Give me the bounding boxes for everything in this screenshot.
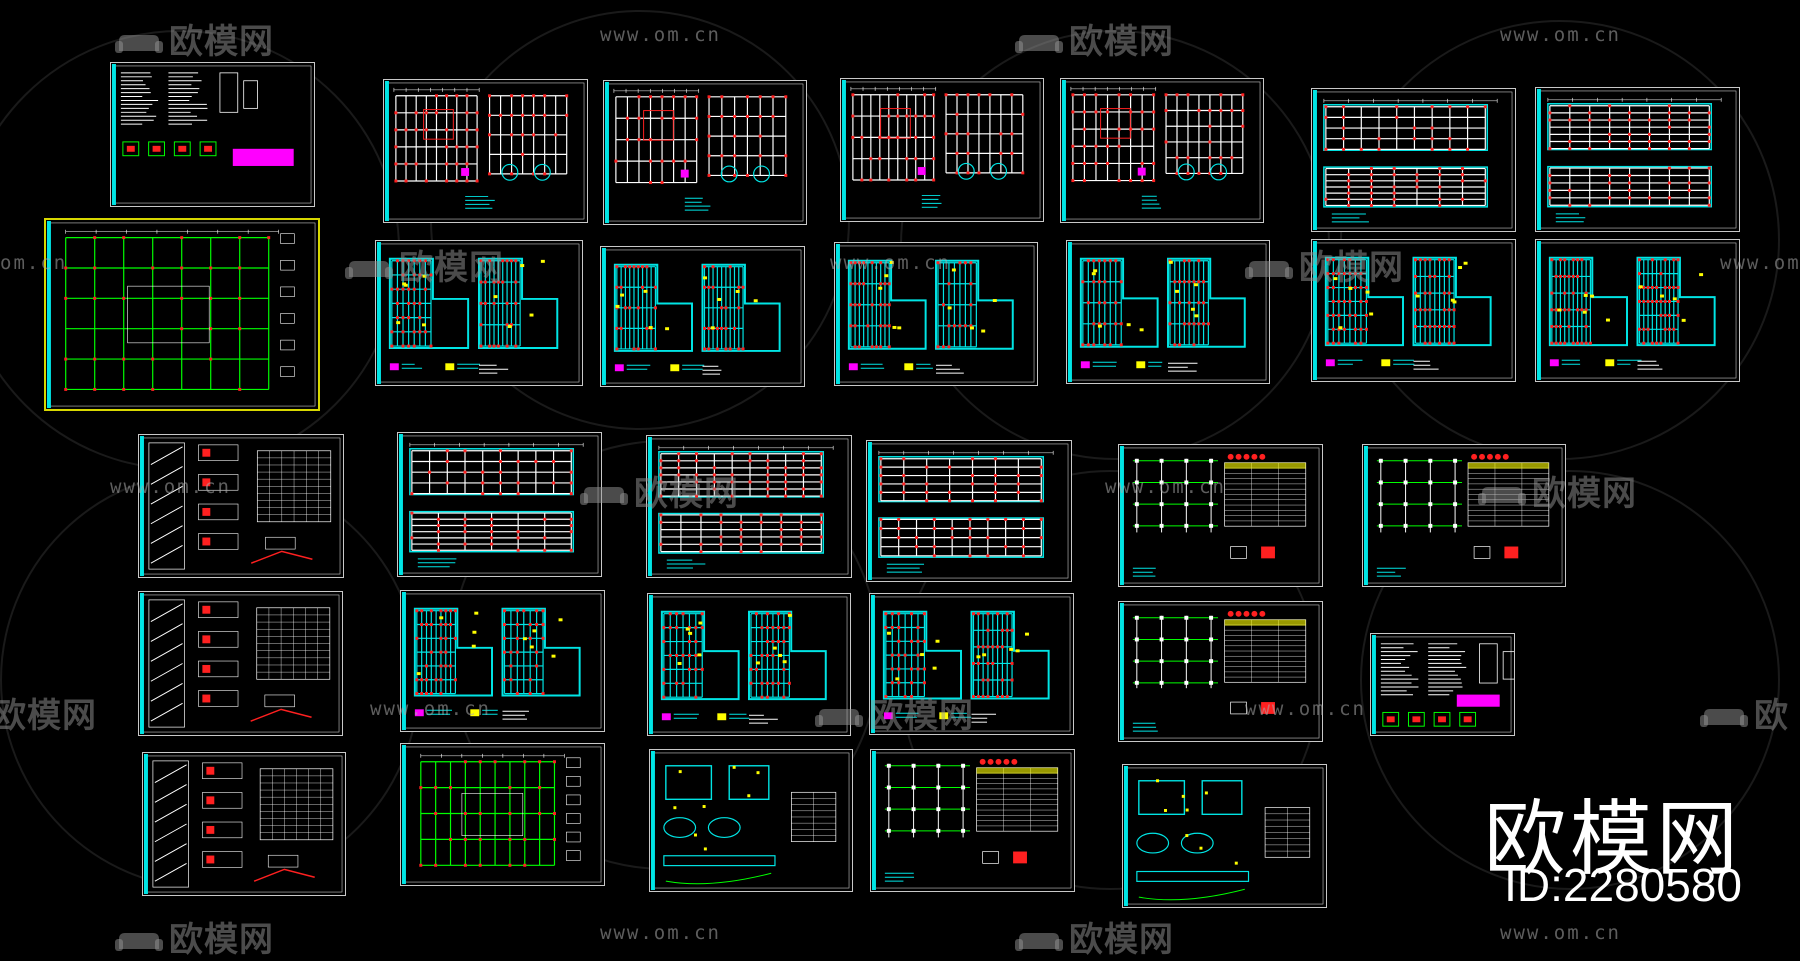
drawing-sheet-grid-plan[interactable] [400,743,605,886]
sheet-drawing [139,435,341,577]
sheet-drawing [648,594,848,735]
sheet-drawing [143,753,343,895]
drawing-sheet-notes[interactable] [110,62,315,207]
watermark-url: www.om.cn [1105,476,1226,498]
drawing-sheet-beam-plan[interactable] [834,242,1038,386]
sheet-drawing [111,63,312,206]
drawing-sheet-beam-plan[interactable] [869,593,1074,735]
sheet-drawing [398,433,599,576]
drawing-sheet-column-table[interactable] [1118,601,1323,742]
watermark-brand: 欧模网 [115,912,274,961]
sheet-drawing [1119,602,1320,741]
watermark-url: www.om.cn [600,24,721,46]
sheet-drawing [401,591,602,731]
sheet-drawing [46,220,316,409]
drawing-sheet-beam-plan[interactable] [400,590,605,732]
sofa-logo-icon [1478,486,1526,505]
watermark-url: www.om.cn [1245,698,1366,720]
drawing-sheet-beam-plan[interactable] [1535,239,1740,382]
sofa-logo-icon [345,260,393,279]
sheet-drawing [604,81,804,224]
sofa-logo-icon [1015,932,1063,951]
watermark-brand: 欧模网 [345,240,504,289]
drawing-sheet-column-table[interactable] [1362,444,1566,587]
sofa-logo-icon [1700,708,1748,727]
sheet-drawing [1312,89,1513,231]
drawing-sheet-long-plan[interactable] [397,432,602,577]
drawing-sheet-detail[interactable] [1122,764,1327,908]
sofa-logo-icon [580,486,628,505]
drawing-sheet-column-table[interactable] [1118,444,1323,587]
drawing-sheet-stair-detail[interactable] [138,591,343,736]
drawing-sheet-grid-plan[interactable] [44,218,320,411]
drawing-sheet-beam-plan[interactable] [1311,239,1516,382]
sheet-drawing [835,243,1035,385]
watermark-url: www.om.cn [110,476,231,498]
drawing-sheet-column-table[interactable] [870,749,1075,892]
drawing-sheet-long-plan[interactable] [1311,88,1516,232]
watermark-brand-partial: 欧模网 [0,696,97,736]
sheet-drawing [871,750,1072,891]
sheet-drawing [1363,445,1563,586]
watermark-brand-partial: 欧 [1700,688,1789,737]
sofa-logo-icon [115,932,163,951]
drawing-sheet-floor-plan[interactable] [603,80,807,225]
sheet-drawing [1067,241,1267,383]
drawing-sheet-beam-plan[interactable] [1066,240,1270,384]
sheet-drawing [1536,88,1737,231]
sheet-drawing [650,750,850,891]
drawing-sheet-floor-plan[interactable] [840,78,1044,222]
sheet-drawing [870,594,1071,734]
sheet-drawing [139,592,340,735]
drawing-sheet-stair-detail[interactable] [138,434,344,578]
sheet-drawing [1119,445,1320,586]
watermark-brand: 欧模网 [580,466,739,515]
watermark-url: www.om.cn [1500,24,1621,46]
watermark-brand: 欧模网 [815,688,974,737]
drawing-sheet-floor-plan[interactable] [1060,78,1264,223]
watermark-brand: 欧模网 [1015,912,1174,961]
drawing-sheet-long-plan[interactable] [646,435,852,578]
watermark-brand: 欧模网 [115,14,274,63]
sheet-drawing [841,79,1041,221]
sheet-drawing [376,241,580,385]
sofa-logo-icon [115,34,163,53]
drawing-sheet-detail[interactable] [649,749,853,892]
sofa-logo-icon [1015,34,1063,53]
watermark-brand: 欧模网 [1015,14,1174,63]
sofa-logo-icon [815,708,863,727]
watermark-url: www.om.cn [830,252,951,274]
watermark-url-partial: om.cn [0,252,68,274]
drawing-sheet-stair-detail[interactable] [142,752,346,896]
watermark-url: www.om.cn [370,698,491,720]
drawing-sheet-beam-plan[interactable] [647,593,851,736]
watermark-circle [1360,470,1780,890]
watermark-url: www.om.cn [600,922,721,944]
watermark-brand: 欧模网 [1478,466,1637,515]
watermark-brand: 欧模网 [1245,240,1404,289]
sheet-drawing [1536,240,1737,381]
sheet-drawing [1061,79,1261,222]
sheet-drawing [384,80,585,222]
sofa-logo-icon [1245,260,1293,279]
brand-title: 欧模网 [1483,792,1742,887]
drawing-sheet-long-plan[interactable] [866,440,1072,582]
drawing-sheet-notes[interactable] [1370,633,1515,736]
drawing-sheet-floor-plan[interactable] [383,79,588,223]
sheet-drawing [601,247,802,386]
sheet-drawing [1123,765,1324,907]
sheet-drawing [1371,634,1514,735]
sheet-drawing [867,441,1069,581]
sheet-drawing [1312,240,1513,381]
model-id-label: ID:2280580 [1504,859,1742,911]
drawing-sheet-long-plan[interactable] [1535,87,1740,232]
drawing-sheet-beam-plan[interactable] [375,240,583,386]
drawing-sheet-beam-plan[interactable] [600,246,805,387]
sheet-drawing [401,744,602,885]
watermark-url: www.om.cn [1720,252,1800,274]
sheet-drawing [647,436,849,577]
watermark-url: www.om.cn [1500,922,1621,944]
